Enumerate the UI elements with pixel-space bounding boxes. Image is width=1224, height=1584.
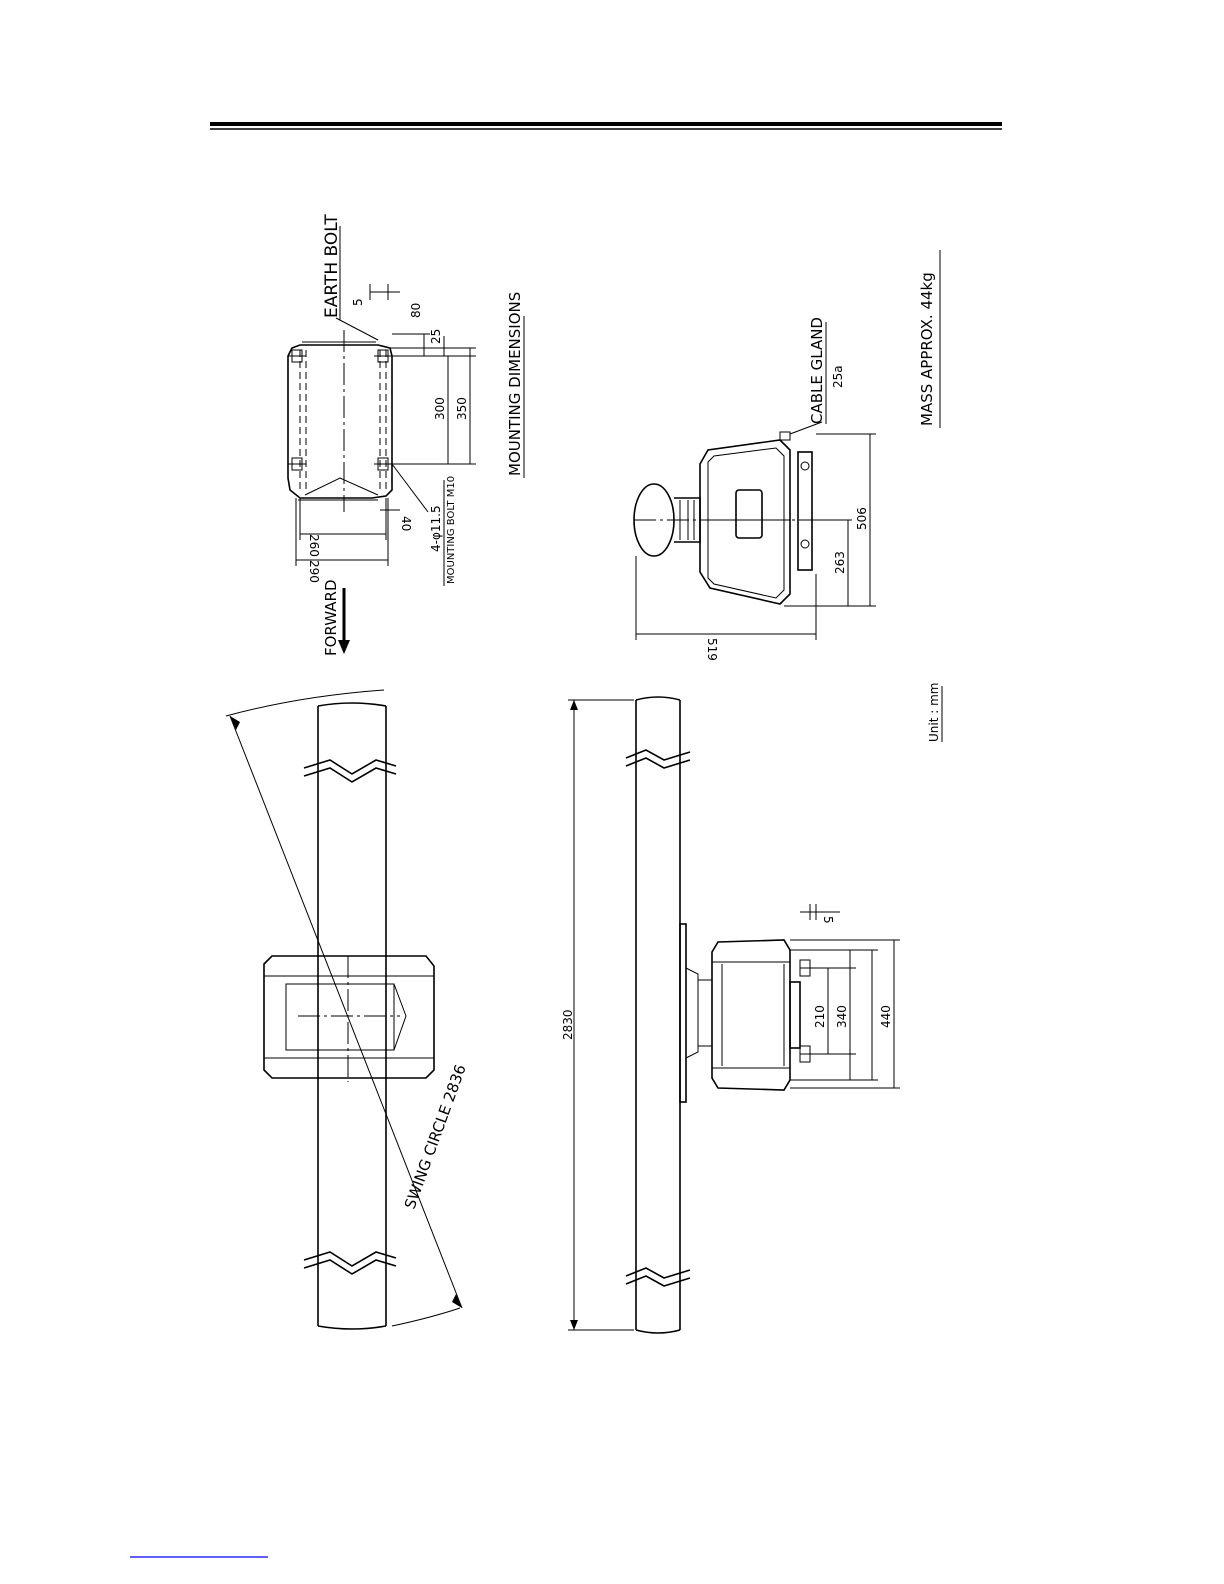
- dim-506: 506: [855, 507, 869, 530]
- dim-2830: 2830: [561, 1009, 575, 1040]
- dim-80: 80: [409, 303, 423, 318]
- mass-label: MASS APPROX. 44kg: [918, 272, 936, 426]
- dim-5-top: 5: [351, 298, 365, 306]
- dim-440: 440: [879, 1005, 893, 1028]
- dim-40: 40: [399, 516, 413, 531]
- front-view: [568, 697, 900, 1333]
- dim-260: 260: [307, 534, 321, 557]
- cable-gland-size: 25a: [831, 365, 845, 388]
- dim-263: 263: [833, 551, 847, 574]
- dim-340: 340: [835, 1005, 849, 1028]
- dim-25: 25: [429, 329, 443, 344]
- dim-210: 210: [813, 1005, 827, 1028]
- earth-bolt-label: EARTH BOLT: [322, 214, 342, 318]
- mounting-dimensions-title: MOUNTING DIMENSIONS: [506, 292, 524, 476]
- unit-label: Unit : mm: [927, 683, 941, 742]
- dim-290: 290: [307, 560, 321, 583]
- dim-5-bottom: 5: [821, 916, 835, 924]
- mounting-bolt-qty: 4-φ11.5: [429, 505, 443, 552]
- side-view: [634, 422, 876, 640]
- cable-gland-label: CABLE GLAND: [808, 317, 826, 424]
- mounting-bolt-label: MOUNTING BOLT M10: [446, 476, 457, 584]
- swing-circle-label: SWING CIRCLE 2836: [401, 1062, 470, 1211]
- forward-label: FORWARD: [322, 580, 340, 657]
- dim-519: 519: [705, 638, 719, 661]
- dim-300: 300: [433, 397, 447, 420]
- top-view: [226, 690, 462, 1329]
- dim-350: 350: [455, 397, 469, 420]
- mounting-plan-view: [288, 284, 476, 654]
